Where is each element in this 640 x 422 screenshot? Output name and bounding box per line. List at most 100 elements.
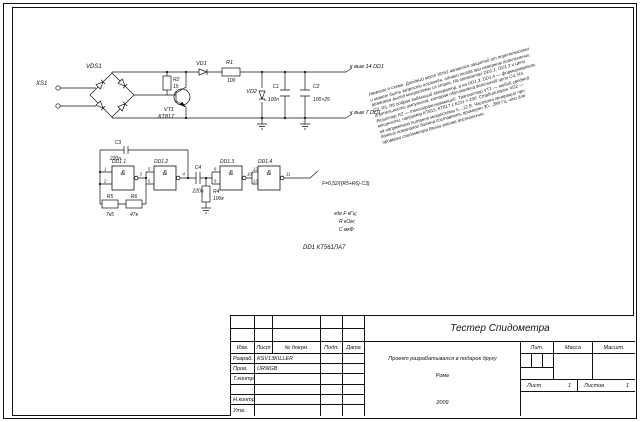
units-note-line1: где F кГц; xyxy=(334,211,358,217)
tb-row-sign xyxy=(321,395,343,405)
bridge-diode-icon xyxy=(95,100,106,111)
tb-row-sign xyxy=(321,374,343,385)
wires xyxy=(60,67,353,208)
lit-box xyxy=(532,354,543,368)
tb-row-label: Утв. xyxy=(231,405,255,416)
r5-resistor xyxy=(101,199,119,209)
tb-row-date xyxy=(343,374,365,385)
project-line1: Проект разрабатывался в подарок другу xyxy=(388,356,497,362)
units-note-line3: С мкФ xyxy=(339,227,354,233)
tb-row-name xyxy=(255,374,321,385)
scale-header: Масшт. xyxy=(593,342,635,354)
c2-label: C2 xyxy=(313,84,320,90)
resistors xyxy=(101,67,241,209)
vt1-type-label: КТ817 xyxy=(158,114,175,120)
r4-label: R4 xyxy=(213,189,220,195)
tb-row-date xyxy=(343,395,365,405)
lit-box xyxy=(521,354,532,368)
pin-number: 9 xyxy=(214,179,217,184)
c2-value: 100×25 xyxy=(313,97,330,103)
revision-cell xyxy=(255,316,273,329)
r5-value: 7к5 xyxy=(106,212,114,218)
chip-type-note: DD1 КТ561ЛА7 xyxy=(303,245,346,251)
pin-number: 13 xyxy=(253,179,258,184)
gate-and-symbol: & xyxy=(229,170,234,177)
gate-label-dd1-3: DD1.3 xyxy=(220,159,234,165)
tb-row-label: Н.контр. xyxy=(231,395,255,405)
gate-label-dd1-4: DD1.4 xyxy=(258,159,272,165)
vds1-bridge xyxy=(89,72,135,118)
tb-header-izm: Изм. xyxy=(231,342,255,354)
capacitors xyxy=(123,89,310,184)
revision-cell xyxy=(255,329,273,342)
pin-number: 12 xyxy=(253,167,258,172)
tb-row-sign xyxy=(321,364,343,374)
outer-border xyxy=(3,3,637,419)
tb-row-name: UR9IGB xyxy=(255,364,321,374)
tb-header-list: Лист xyxy=(255,342,273,354)
r1-label: R1 xyxy=(226,60,233,66)
sheet-label: Лист xyxy=(527,382,542,389)
tb-row-label xyxy=(231,385,255,395)
organization-cell xyxy=(521,392,635,416)
sheets-cell: Листов 1 xyxy=(578,380,635,392)
to-pin14-label: к выв 14 DD1 xyxy=(350,64,384,70)
gate-and-symbol: & xyxy=(121,170,126,177)
dd1-gates xyxy=(111,165,285,191)
tb-header-podp: Подп. xyxy=(321,342,343,354)
revision-cell xyxy=(273,329,321,342)
tb-row-name xyxy=(255,385,321,395)
c3-label: C3 xyxy=(115,140,122,146)
tb-row-name xyxy=(255,395,321,405)
vd1-diode-icon xyxy=(198,68,208,76)
c1-label: C1 xyxy=(273,84,280,90)
lit-empty-cell xyxy=(521,368,554,380)
pin-number: 3 xyxy=(140,172,143,177)
sheets-value: 1 xyxy=(625,382,629,389)
pin-number: 2 xyxy=(103,179,107,184)
r2-resistor xyxy=(162,75,172,91)
revision-cell xyxy=(321,329,343,342)
r2-value: 15 xyxy=(173,84,179,90)
ground-symbols xyxy=(201,118,310,214)
revision-cell xyxy=(321,316,343,329)
tb-row-sign xyxy=(321,405,343,416)
c1-value: 100n xyxy=(268,97,279,103)
tb-row-name: KSV13KILLER xyxy=(255,354,321,364)
r1-resistor xyxy=(221,67,241,77)
pin-number: 1 xyxy=(104,167,106,172)
tb-row-label: Разраб. xyxy=(231,354,255,364)
tb-row-date xyxy=(343,364,365,374)
r6-value: 47к xyxy=(130,212,139,218)
schematic: XS1 VDS1 VT1 КТ817 R2 15 VD1 R1 100 VD2 … xyxy=(35,60,384,251)
pin-number: 6 xyxy=(148,179,151,184)
tb-header-doc: № докум. xyxy=(273,342,321,354)
c4-label: C4 xyxy=(195,165,202,171)
document-title: Тестер Спидометра xyxy=(365,316,635,342)
bridge-diode-icon xyxy=(117,78,128,89)
pin-number: 4 xyxy=(183,172,186,177)
sheets-label: Листов xyxy=(584,382,605,389)
revision-cell xyxy=(231,316,255,329)
revision-cell xyxy=(343,316,365,329)
pin-number: 11 xyxy=(286,172,290,177)
mass-cell xyxy=(554,354,593,380)
sheet-value: 1 xyxy=(567,382,571,389)
gate-and-symbol: & xyxy=(267,170,272,177)
vds1-label: VDS1 xyxy=(86,64,102,70)
vd1-label: VD1 xyxy=(196,61,207,67)
gate-and-symbol: & xyxy=(163,170,168,177)
frequency-formula: F=0,52/((R5+R6)·C3) xyxy=(322,181,370,187)
units-note-line2: R кОм; xyxy=(339,219,356,225)
revision-cell xyxy=(343,329,365,342)
xs1-connector xyxy=(55,85,61,109)
tb-row-sign xyxy=(321,354,343,364)
pin-number: 10 xyxy=(247,172,252,177)
r2-label: R2 xyxy=(173,77,180,83)
tb-row-date xyxy=(343,354,365,364)
project-year: 2009 xyxy=(436,400,449,406)
gate-label-dd1-1: DD1.1 xyxy=(112,159,126,165)
junction-dots xyxy=(98,70,307,186)
vd2-zener-icon xyxy=(258,90,266,101)
